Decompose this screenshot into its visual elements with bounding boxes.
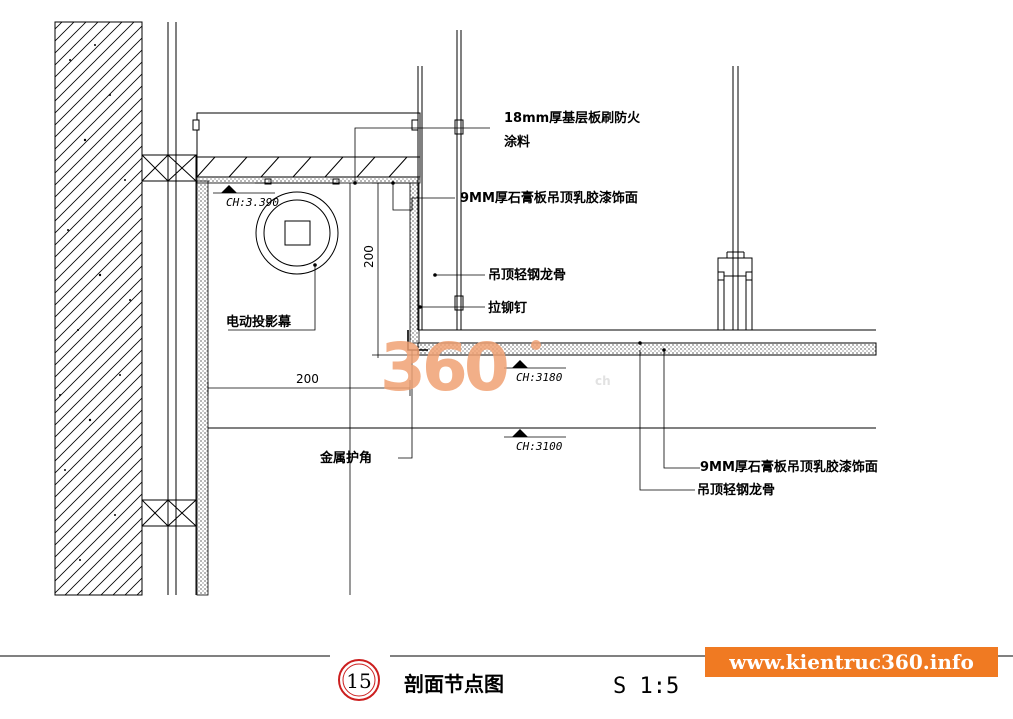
ceiling-height-markers: [221, 185, 528, 437]
label-gypsum-upper: 9MM厚石膏板吊顶乳胶漆饰面: [460, 190, 638, 206]
ceiling-height-underlines: [213, 192, 566, 438]
label-board-bottom: 涂料: [504, 134, 530, 150]
watermark-url[interactable]: www.kientruc360.info: [729, 650, 974, 674]
label-screen: 电动投影幕: [226, 314, 292, 330]
title-number-badge: 15: [338, 659, 380, 701]
wall-gypsum-board: [196, 180, 209, 596]
label-keel-lower: 吊顶轻钢龙骨: [697, 482, 775, 498]
title-number: 15: [346, 669, 371, 693]
hanger-rods: [417, 30, 739, 330]
wall-studs: [141, 22, 197, 595]
label-board-top: 18mm厚基层板刷防火: [504, 110, 641, 126]
svg-text:ch: ch: [595, 374, 611, 388]
dimension-lines: [207, 182, 418, 595]
watermark-banner-bg: [705, 647, 998, 677]
label-keel-upper: 吊顶轻钢龙骨: [488, 267, 566, 283]
leader-markers: [313, 181, 666, 352]
svg-text:360: 360: [380, 329, 507, 406]
ch-label-2: CH:3180: [516, 371, 563, 384]
box-side-board: [409, 182, 420, 344]
box-ceiling-board: [196, 176, 421, 184]
watermark-logo: 360 ch: [380, 329, 611, 406]
label-rivet: 拉铆钉: [488, 300, 527, 316]
ch-label-3: CH:3100: [516, 440, 563, 453]
concrete-wall: [54, 21, 143, 596]
dimension-vertical: 200: [362, 245, 376, 268]
label-corner: 金属护角: [319, 450, 372, 466]
projector-screen-roll: [255, 178, 340, 275]
title-name: 剖面节点图: [404, 672, 504, 696]
leader-lines: [228, 127, 700, 491]
ch-label-1: CH:3.390: [226, 196, 279, 209]
dimension-horizontal: 200: [296, 372, 319, 386]
plywood-board: [192, 112, 421, 178]
label-gypsum-lower: 9MM厚石膏板吊顶乳胶漆饰面: [700, 459, 878, 475]
title-scale: S 1:5: [613, 674, 679, 699]
